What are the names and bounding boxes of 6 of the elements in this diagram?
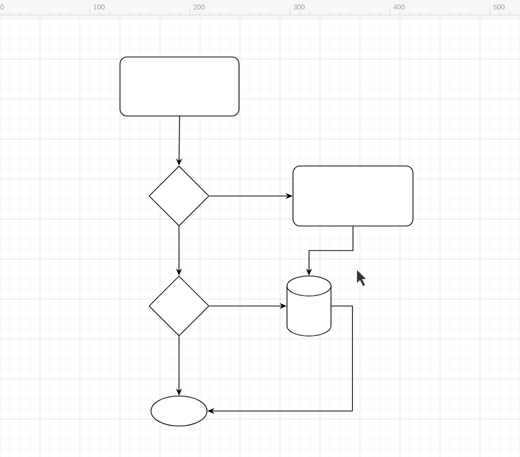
process-box — [292, 166, 414, 226]
decision-diamond — [148, 276, 210, 336]
terminal-ellipse — [150, 396, 208, 426]
process-box — [120, 56, 240, 116]
database-cylinder — [286, 276, 332, 336]
decision-diamond — [148, 166, 210, 226]
